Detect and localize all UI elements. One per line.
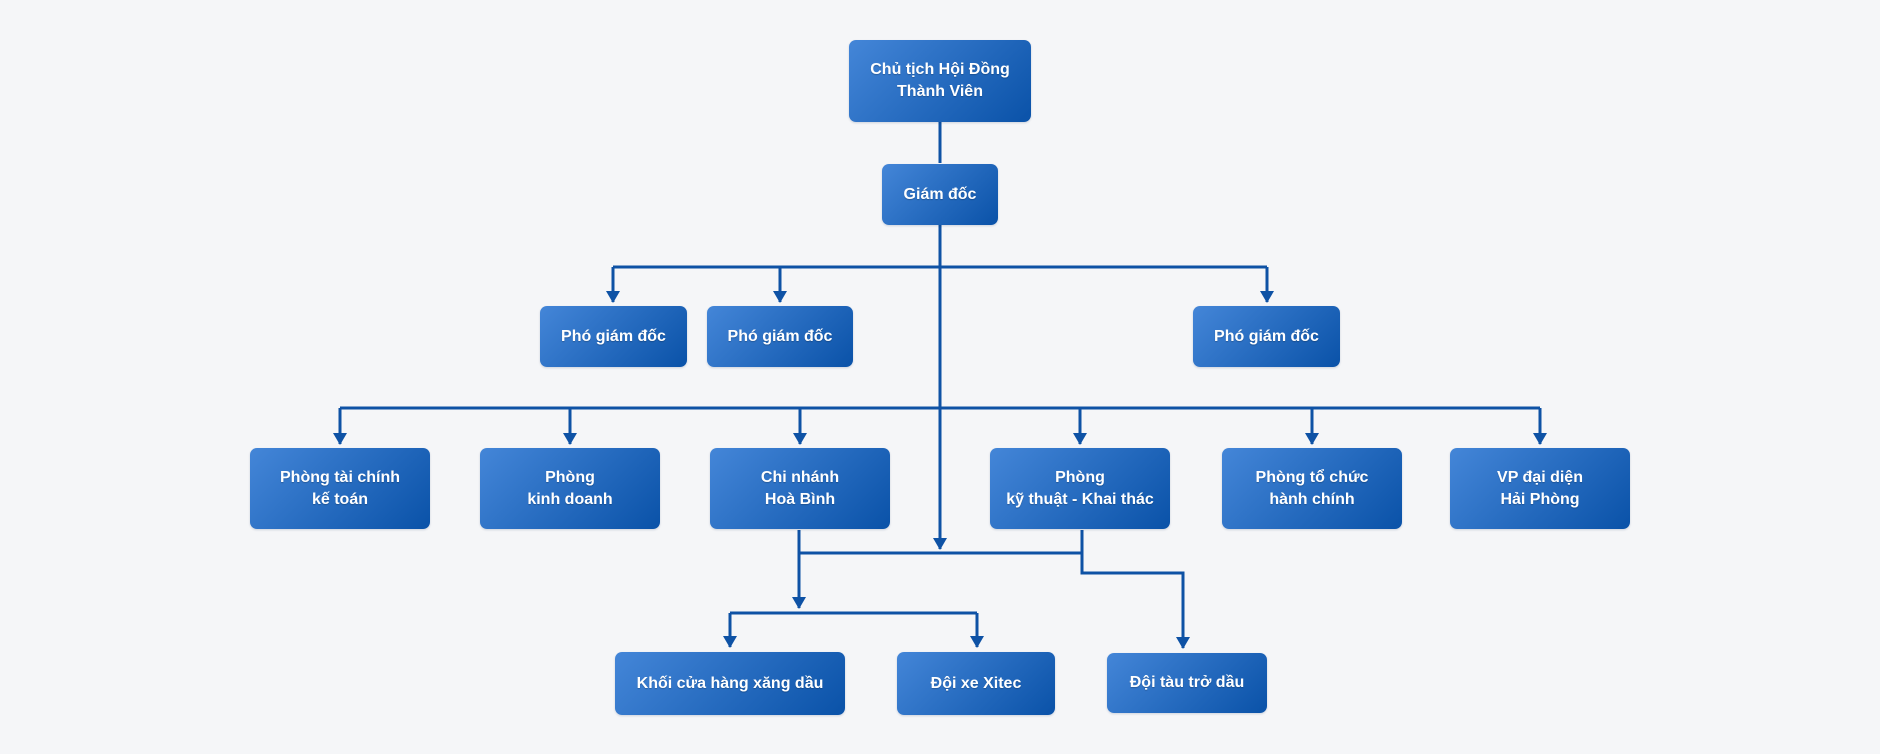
org-node-technical-exploitation: Phòng kỹ thuật - Khai thác [990,448,1170,529]
org-node-oil-tanker-team: Đội tàu trở dầu [1107,653,1267,713]
org-node-label: kế toán [311,490,368,508]
org-node-label: Phòng tổ chức [1255,468,1369,486]
org-node-label: Chi nhánh [760,468,840,486]
org-node-admin-organization: Phòng tổ chức hành chính [1222,448,1402,529]
edge-technical-tanker [1080,530,1190,649]
org-node-label: Phó giám đốc [1214,327,1319,345]
org-node-label: Phó giám đốc [727,327,833,345]
org-node-business: Phòng kinh doanh [480,448,660,529]
org-node-deputy-director-3: Phó giám đốc [1193,306,1340,367]
org-node-label: kỹ thuật - Khai thác [1006,490,1154,508]
org-node-label: Khối cửa hàng xăng dầu [636,674,824,692]
org-node-chairman: Chủ tịch Hội Đồng Thành Viên [849,40,1031,122]
org-node-label: Phòng [545,468,595,486]
org-node-label: Thành Viên [897,83,983,100]
org-node-label: Hoà Bình [764,490,836,508]
org-node-label: Hải Phòng [1500,490,1580,508]
org-node-deputy-director-2: Phó giám đốc [707,306,853,367]
org-node-label: Đội xe Xitec [930,674,1022,692]
org-node-hai-phong-office: VP đại diện Hải Phòng [1450,448,1630,529]
org-node-label: VP đại diện [1497,468,1583,486]
org-node-gas-station-block: Khối cửa hàng xăng dầu [615,652,845,715]
org-node-label: Phòng [1055,468,1105,486]
org-node-xitec-truck-team: Đội xe Xitec [897,652,1055,715]
org-node-label: Phó giám đốc [561,327,666,345]
org-node-label: Giám đốc [903,185,977,203]
org-node-director: Giám đốc [882,164,998,225]
org-node-label: Phòng tài chính [280,468,400,486]
org-node-label: kinh doanh [527,490,613,508]
org-node-label: Đội tàu trở dầu [1129,674,1245,691]
org-node-label: hành chính [1269,490,1355,508]
org-node-deputy-director-1: Phó giám đốc [540,306,687,367]
org-node-hoa-binh-branch: Chi nhánh Hoà Bình [710,448,890,529]
org-node-finance-accounting: Phòng tài chính kế toán [250,448,430,529]
org-node-label: Chủ tịch Hội Đồng [870,61,1010,78]
